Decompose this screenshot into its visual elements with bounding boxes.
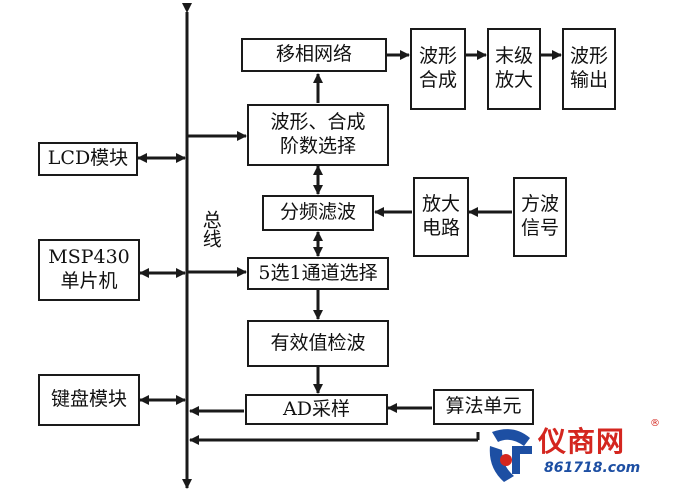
waveform-combine-block: 波形 合成 bbox=[410, 28, 466, 110]
lcd-module-label: LCD模块 bbox=[47, 147, 129, 170]
phase-shift-network-block: 移相网络 bbox=[241, 38, 387, 72]
ad-sampling-block: AD采样 bbox=[245, 394, 388, 425]
watermark-url: 861718.com bbox=[544, 460, 641, 476]
keyboard-module-block: 键盘模块 bbox=[38, 374, 140, 426]
final-amplifier-block: 末级 放大 bbox=[487, 28, 541, 110]
logo-emblem-icon bbox=[489, 429, 532, 482]
msp430-mcu-block: MSP430 单片机 bbox=[38, 239, 140, 301]
waveform-output-block: 波形 输出 bbox=[562, 28, 616, 110]
waveform-combine-label: 波形 合成 bbox=[418, 45, 457, 91]
square-wave-signal-block: 方波 信号 bbox=[513, 177, 567, 257]
waveform-order-select-block: 波形、合成 阶数选择 bbox=[247, 104, 389, 166]
final-amplifier-label: 末级 放大 bbox=[494, 45, 533, 91]
waveform-output-label: 波形 输出 bbox=[569, 45, 608, 91]
square-wave-signal-label: 方波 信号 bbox=[520, 193, 559, 239]
amplifier-circuit-block: 放大 电路 bbox=[413, 177, 469, 257]
bus-label: 总线 bbox=[199, 210, 222, 248]
msp430-mcu-label: MSP430 单片机 bbox=[48, 246, 130, 292]
watermark-logo: 仪商网 ® 861718.com bbox=[484, 418, 682, 498]
amplifier-circuit-label: 放大 电路 bbox=[421, 193, 460, 239]
algorithm-unit-block: 算法单元 bbox=[433, 389, 534, 425]
rms-detector-block: 有效值检波 bbox=[247, 320, 389, 367]
ad-sampling-label: AD采样 bbox=[283, 397, 350, 420]
watermark-name: 仪商网 bbox=[538, 425, 626, 458]
frequency-filter-label: 分频滤波 bbox=[279, 201, 356, 224]
lcd-module-block: LCD模块 bbox=[38, 142, 138, 176]
channel-select-block: 5选1通道选择 bbox=[247, 257, 389, 290]
algorithm-unit-label: 算法单元 bbox=[445, 395, 522, 418]
waveform-order-select-label: 波形、合成 阶数选择 bbox=[270, 111, 366, 157]
channel-select-label: 5选1通道选择 bbox=[258, 261, 378, 284]
rms-detector-label: 有效值检波 bbox=[270, 331, 366, 354]
watermark-registered: ® bbox=[650, 418, 660, 429]
keyboard-module-label: 键盘模块 bbox=[50, 388, 127, 411]
phase-shift-label: 移相网络 bbox=[275, 43, 352, 66]
frequency-filter-block: 分频滤波 bbox=[262, 195, 374, 231]
